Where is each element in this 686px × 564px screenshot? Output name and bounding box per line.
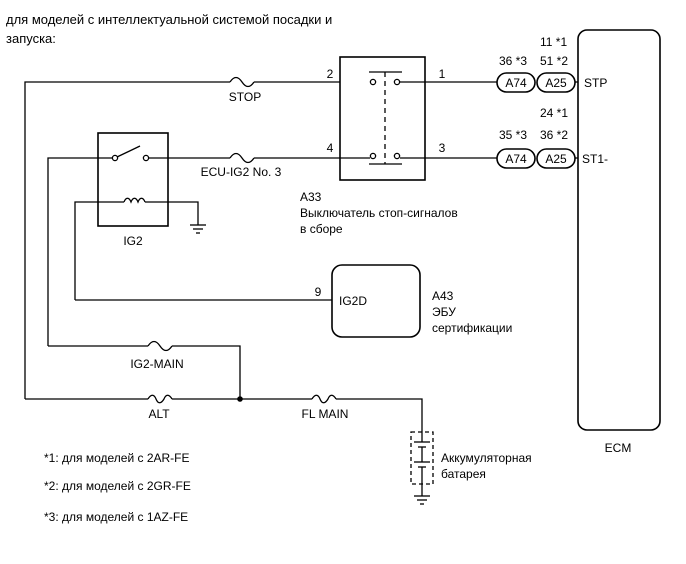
connector-a25-st1-label: A25 (545, 152, 567, 166)
relay-ground-symbol (190, 224, 206, 234)
stop-light-switch-box (339, 56, 426, 181)
cert-ecu-name-line-2: сертификации (432, 321, 512, 335)
wire-to-battery (336, 398, 423, 432)
wire-igmain-to-relay (47, 157, 112, 346)
alt-fuse (147, 394, 173, 404)
ig2-main-fuse (147, 340, 173, 352)
cert-ecu-box (331, 264, 421, 338)
switch-pin-1: 1 (439, 67, 446, 81)
switch-name-line-2: в сборе (300, 222, 343, 236)
footnote-2: *2: для моделей с 2GR-FE (44, 479, 191, 493)
switch-contact-3 (393, 152, 401, 160)
alt-fuse-label: ALT (148, 407, 170, 421)
relay-contact-a (111, 154, 119, 162)
relay-coil (123, 197, 146, 204)
battery-label-line-1: Аккумуляторная (441, 451, 532, 465)
st1-note-3: 35 *3 (499, 128, 527, 142)
stop-fuse-label: STOP (229, 90, 261, 104)
cert-ecu-pin: 9 (315, 285, 322, 299)
connector-a74-stp (496, 72, 536, 93)
fl-main-fuse (311, 394, 337, 404)
ig2-main-fuse-label: IG2-MAIN (130, 357, 183, 371)
heading-line-1: для моделей с интеллектуальной системой … (6, 12, 332, 27)
footnote-1: *1: для моделей с 2AR-FE (44, 451, 190, 465)
relay-contact-b (142, 154, 150, 162)
connector-a74-st1 (496, 148, 536, 169)
switch-contact-1 (393, 78, 401, 86)
switch-pin-3: 3 (439, 141, 446, 155)
stp-note-3: 36 *3 (499, 54, 527, 68)
cert-ecu-name-line-1: ЭБУ (432, 305, 456, 319)
switch-pin-2: 2 (327, 67, 334, 81)
stop-fuse (229, 76, 255, 88)
bus-junction (237, 396, 243, 402)
wire-alt-to-stop (24, 81, 230, 399)
stp-note-1: 11 *1 (540, 35, 567, 49)
fl-main-fuse-label: FL MAIN (302, 407, 349, 421)
connector-a25-stp-label: A25 (545, 76, 567, 90)
battery-icon (414, 432, 430, 496)
wire-ig2main-to-bus (172, 345, 241, 399)
ecm-terminal-stp: STP (584, 76, 607, 90)
heading-line-2: запуска: (6, 31, 56, 46)
ecm-block (577, 29, 661, 431)
stp-note-2: 51 *2 (540, 54, 568, 68)
wire-coil-to-ground (145, 201, 199, 225)
switch-name-line-1: Выключатель стоп-сигналов (300, 206, 458, 220)
battery-ground-symbol (414, 495, 430, 505)
switch-pin-4: 4 (327, 141, 334, 155)
ig2-relay-label: IG2 (123, 234, 143, 248)
wire-coil-to-ig2d (74, 201, 124, 300)
switch-contact-4 (369, 152, 377, 160)
battery-label-line-2: батарея (441, 467, 486, 481)
ecu-ig2-fuse-label: ECU-IG2 No. 3 (201, 165, 282, 179)
st1-note-2: 36 *2 (540, 128, 568, 142)
relay-blade (116, 145, 141, 158)
footnote-3: *3: для моделей с 1AZ-FE (44, 510, 188, 524)
st1-note-1: 24 *1 (540, 106, 568, 120)
cert-ecu-id: A43 (432, 289, 454, 303)
cert-ecu-terminal: IG2D (339, 294, 367, 308)
switch-id: A33 (300, 190, 322, 204)
ecm-terminal-st1: ST1- (582, 152, 608, 166)
connector-a74-stp-label: A74 (505, 76, 527, 90)
ecu-ig2-fuse (229, 152, 255, 164)
ecm-label: ECM (605, 441, 632, 455)
ig2-relay-box (97, 132, 169, 227)
connector-a74-st1-label: A74 (505, 152, 527, 166)
switch-contact-2 (369, 78, 377, 86)
